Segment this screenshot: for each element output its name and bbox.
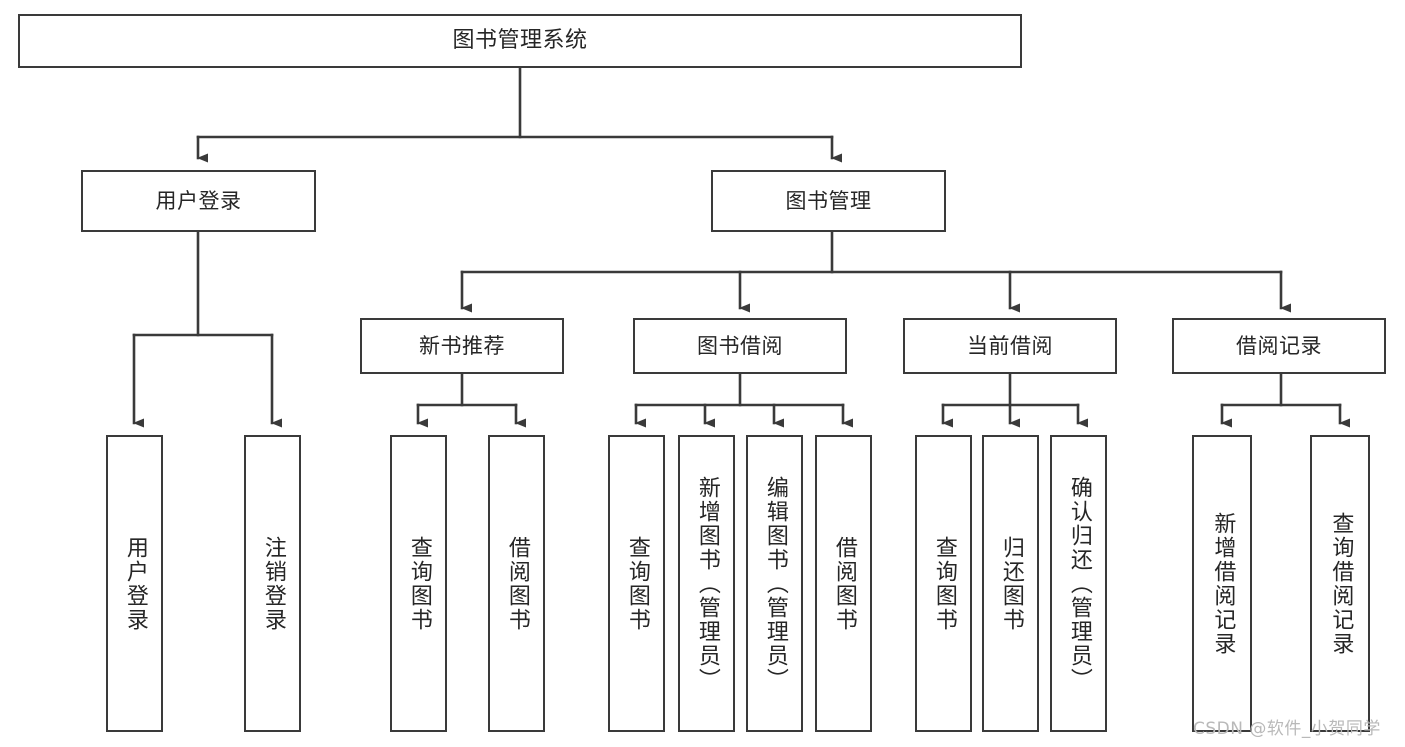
node-leaf-user-login[interactable]: 用户登录	[106, 435, 163, 732]
node-leaf-add-book-label: 新增图书（管理员）	[694, 475, 720, 692]
node-leaf-query-book-1-label: 查询图书	[406, 535, 432, 632]
node-new-book-recommend-label: 新书推荐	[419, 333, 505, 358]
node-book-borrow[interactable]: 图书借阅	[633, 318, 847, 374]
node-book-manage[interactable]: 图书管理	[711, 170, 946, 232]
csdn-watermark: CSDN @软件_小贺同学	[1193, 719, 1381, 739]
node-leaf-add-book[interactable]: 新增图书（管理员）	[678, 435, 735, 732]
node-leaf-borrow-book-1-label: 借阅图书	[504, 535, 530, 632]
node-leaf-query-book-1[interactable]: 查询图书	[390, 435, 447, 732]
node-current-borrow[interactable]: 当前借阅	[903, 318, 1117, 374]
node-leaf-edit-book-label: 编辑图书（管理员）	[762, 475, 788, 692]
node-leaf-add-record[interactable]: 新增借阅记录	[1192, 435, 1252, 732]
node-borrow-record[interactable]: 借阅记录	[1172, 318, 1386, 374]
node-leaf-add-record-label: 新增借阅记录	[1210, 511, 1236, 656]
node-user-login[interactable]: 用户登录	[81, 170, 316, 232]
node-leaf-user-logout-label: 注销登录	[260, 535, 286, 632]
node-borrow-record-label: 借阅记录	[1236, 333, 1322, 358]
node-book-borrow-label: 图书借阅	[697, 333, 783, 358]
node-book-manage-label: 图书管理	[785, 188, 872, 213]
node-new-book-recommend[interactable]: 新书推荐	[360, 318, 564, 374]
node-leaf-return-book-label: 归还图书	[998, 535, 1024, 632]
node-leaf-borrow-book-2-label: 借阅图书	[831, 535, 857, 632]
node-leaf-edit-book[interactable]: 编辑图书（管理员）	[746, 435, 803, 732]
node-leaf-query-book-2-label: 查询图书	[624, 535, 650, 632]
node-leaf-borrow-book-2[interactable]: 借阅图书	[815, 435, 872, 732]
node-leaf-query-book-2[interactable]: 查询图书	[608, 435, 665, 732]
node-leaf-query-record[interactable]: 查询借阅记录	[1310, 435, 1370, 732]
node-leaf-confirm-return-label: 确认归还（管理员）	[1066, 475, 1092, 692]
node-leaf-confirm-return[interactable]: 确认归还（管理员）	[1050, 435, 1107, 732]
node-user-login-label: 用户登录	[155, 188, 242, 213]
node-leaf-query-book-3[interactable]: 查询图书	[915, 435, 972, 732]
node-root-system-label: 图书管理系统	[452, 28, 588, 54]
node-leaf-query-book-3-label: 查询图书	[931, 535, 957, 632]
node-leaf-user-login-label: 用户登录	[122, 535, 148, 632]
node-current-borrow-label: 当前借阅	[967, 333, 1053, 358]
node-leaf-query-record-label: 查询借阅记录	[1328, 511, 1354, 656]
node-root-system[interactable]: 图书管理系统	[18, 14, 1022, 68]
node-leaf-return-book[interactable]: 归还图书	[982, 435, 1039, 732]
node-leaf-user-logout[interactable]: 注销登录	[244, 435, 301, 732]
node-leaf-borrow-book-1[interactable]: 借阅图书	[488, 435, 545, 732]
